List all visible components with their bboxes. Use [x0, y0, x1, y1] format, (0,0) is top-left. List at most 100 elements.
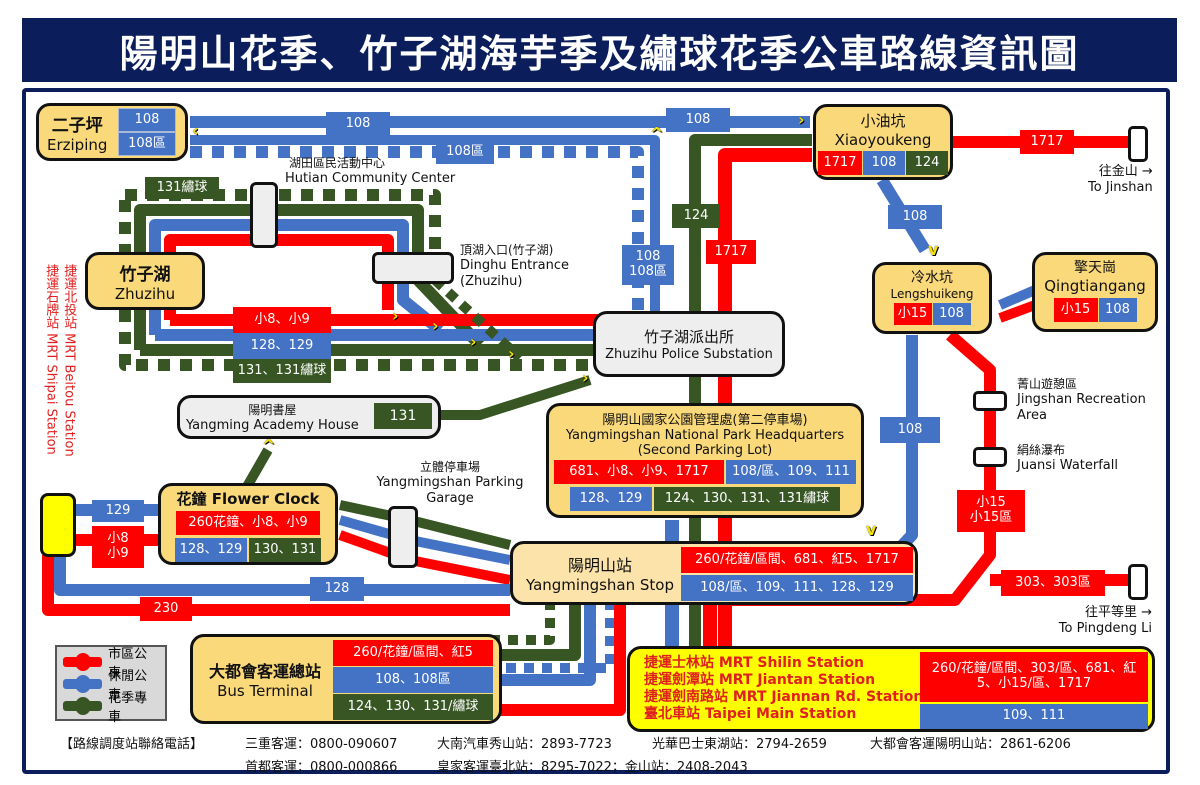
route-tag-131qiu: 131繡球 [145, 177, 219, 199]
city-bus-swatch [63, 653, 103, 671]
route-green-terminal-dotted [490, 600, 555, 645]
stop-label: 往平等里 → To Pingdeng Li [1050, 605, 1152, 638]
route-tag-230: 230 [140, 597, 192, 621]
route-badge: 109、111 [920, 704, 1148, 729]
chevron-right-icon: › [470, 332, 477, 351]
chevron-left-icon: ‹ [192, 121, 199, 140]
station-name-zh: 冷水坑 [911, 270, 953, 286]
station-name-zh: 小油坑 [860, 112, 906, 130]
mrt-line: 臺北車站 Taipei Main Station [644, 706, 857, 722]
station-name-en: Xiaoyoukeng [834, 131, 932, 149]
chevron-right-icon: › [392, 306, 399, 325]
route-badge: 124、130、131、131繡球 [654, 487, 840, 511]
route-badge: 小15 [1053, 298, 1098, 322]
station-police[interactable]: 竹子湖派出所 Zhuzihu Police Substation [593, 311, 785, 377]
contact-item: 首都客運：0800-000866 [245, 760, 398, 775]
station-flower-clock[interactable]: 花鐘 Flower Clock 260花鐘、小8、小9 128、129 130、… [158, 483, 338, 565]
station-yangmingshan-stop[interactable]: 陽明山站 Yangmingshan Stop 260/花鐘/區間、681、紅5、… [510, 541, 918, 605]
contact-item: 三重客運：0800-090607 [245, 737, 398, 752]
route-tag-108: 108 [880, 417, 940, 443]
station-name-zh: 陽明書屋 [248, 403, 297, 417]
stop-name-zh: 絹絲瀑布 [1017, 443, 1066, 457]
route-tag-1717: 1717 [1020, 130, 1074, 154]
station-hq[interactable]: 陽明山國家公園管理處(第二停車場) Yangmingshan National … [546, 403, 864, 518]
legend-label: 休閒公車 [108, 669, 148, 703]
route-badge: 108、108區 [333, 667, 493, 693]
station-name: 花鐘 Flower Clock [176, 490, 320, 508]
stop-parking-garage[interactable] [388, 506, 418, 568]
mrt-shipai-label: 捷運石牌站 MRT Shipai Station [43, 264, 59, 455]
stop-hutian[interactable] [250, 182, 278, 248]
stop-name-zh: 菁山遊憩區 [1017, 377, 1078, 391]
station-academy[interactable]: 陽明書屋 Yangming Academy House 131 [177, 395, 441, 439]
stop-label: 立體停車場 Yangmingshan Parking Garage [370, 460, 530, 508]
legend-item: 休閒公車 [63, 669, 159, 703]
station-bus-terminal[interactable]: 大都會客運總站 Bus Terminal 260/花鐘/區間、紅5 108、10… [190, 634, 502, 724]
route-green-terminal [490, 600, 581, 661]
route-badge: 260/花鐘/區間、681、紅5、1717 [681, 547, 913, 573]
station-name-zh: 二子坪 [51, 115, 103, 136]
route-badge: 128、129 [570, 487, 652, 511]
route-badge: 108/區、109、111、128、129 [681, 575, 913, 601]
contacts-heading: 【路線調度站聯絡電話】 [60, 737, 204, 752]
stop-name-en-sub: Area [1017, 408, 1047, 424]
route-131qiu-dotted [125, 189, 441, 250]
route-badge: 108區 [118, 132, 176, 156]
mrt-beitou-label: 捷運北投站 MRT Beitou Station [61, 264, 77, 457]
stop-name-zh: 往平等里 → [1084, 605, 1152, 620]
station-zhuzihu[interactable]: 竹子湖 Zhuzihu [85, 252, 205, 310]
chevron-right-icon: › [798, 110, 805, 129]
route-badge: 128、129 [175, 538, 247, 562]
contact-item: 大都會客運陽明山站：2861-6206 [870, 737, 1071, 752]
stop-name-zh: 頂湖入口(竹子湖) [460, 243, 554, 257]
station-xiaoyoukeng[interactable]: 小油坑 Xiaoyoukeng 1717 108 124 [813, 104, 953, 180]
station-lengshuikeng[interactable]: 冷水坑 Lengshuikeng 小15 108 [872, 262, 992, 334]
route-1717 [718, 148, 812, 700]
route-badge: 260花鐘、小8、小9 [176, 511, 320, 535]
station-erziping[interactable]: 二子坪 Erziping 108 108區 [36, 103, 188, 161]
map-title: 陽明山花季、竹子湖海芋季及繡球花季公車路線資訊圖 [22, 18, 1177, 82]
stop-jinshan[interactable] [1128, 126, 1148, 162]
stop-pingdeng[interactable] [1128, 564, 1148, 600]
station-qingtiangang[interactable]: 擎天崗 Qingtiangang 小15 108 [1032, 252, 1158, 332]
station-name-zh: 竹子湖派出所 [643, 328, 734, 346]
chevron-down-icon: v [866, 520, 877, 539]
stop-label: 絹絲瀑布 Juansi Waterfall [1017, 443, 1118, 474]
stop-name-en: Jingshan Recreation [1017, 392, 1146, 407]
station-name-zh: 陽明山站 [567, 556, 632, 575]
station-name-zh: 竹子湖 [119, 264, 171, 285]
stop-name-zh: 湖田區民活動中心 [289, 156, 386, 170]
legend: 市區公車 休閒公車 花季專車 [55, 645, 167, 725]
mrt-line: 捷運劍潭站 MRT Jiantan Station [644, 672, 876, 688]
route-tag-124: 124 [672, 204, 720, 228]
station-mrt-group[interactable]: 捷運士林站 MRT Shilin Station 捷運劍潭站 MRT Jiant… [627, 646, 1155, 732]
station-name-en: Yangmingshan National Park Headquarters [565, 428, 845, 443]
stop-name-en-sub: Garage [426, 491, 474, 507]
route-tag-129: 129 [92, 500, 144, 522]
route-tag-128-129: 128、129 [233, 333, 331, 359]
chevron-right-icon: › [582, 368, 589, 387]
route-131-academy [440, 375, 592, 420]
stop-label: 菁山遊憩區 Jingshan Recreation Area [1017, 377, 1146, 425]
legend-item: 花季專車 [63, 691, 159, 725]
chevron-right-icon: › [432, 316, 439, 335]
chevron-down-icon: v [928, 240, 939, 259]
stop-label: 頂湖入口(竹子湖) Dinghu Entrance (Zhuzihu) [460, 243, 569, 291]
contact-item: 大南汽車秀山站：2893-7723 [437, 737, 612, 752]
stop-name-en: Juansi Waterfall [1017, 458, 1118, 473]
chevron-up-icon: ^ [262, 436, 276, 455]
route-badge: 108 [1098, 298, 1137, 322]
flower-bus-swatch [63, 697, 103, 715]
stop-name-en: To Pingdeng Li [1058, 621, 1152, 637]
route-badge: 260/花鐘/區間、303/區、681、紅5、小15/區、1717 [920, 652, 1148, 702]
station-name-en: Lengshuikeng [890, 287, 974, 301]
route-blue-terminal [490, 600, 596, 686]
route-blue-terminal-dotted [490, 600, 615, 673]
route-tag-303: 303、303區 [1001, 570, 1105, 596]
contact-item: 光華巴士東湖站：2794-2659 [652, 737, 827, 752]
stop-mrt-beitou-shipai[interactable] [40, 493, 76, 557]
station-name-en: Qingtiangang [1044, 277, 1146, 295]
stop-jingshan[interactable] [973, 391, 1007, 411]
stop-juansi[interactable] [973, 447, 1007, 467]
stop-dinghu[interactable] [372, 252, 454, 284]
